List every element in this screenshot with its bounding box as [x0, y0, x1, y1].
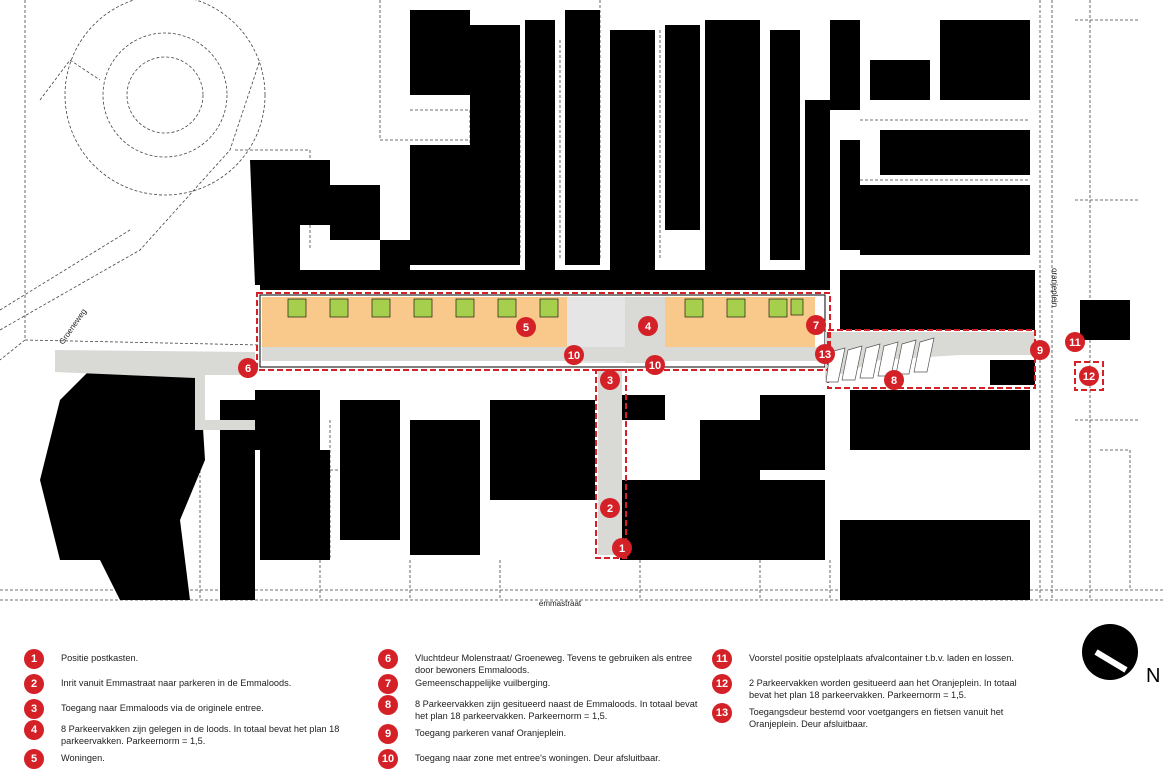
legend-text: Toegang naar zone met entree's woningen.… — [415, 753, 661, 763]
legend-text: Positie postkasten. — [61, 653, 139, 663]
legend-number: 8 — [378, 695, 398, 715]
legend-text: Toegangsdeur bestemd voor voetgangers en… — [749, 707, 1004, 729]
marker-11: 11 — [1065, 332, 1085, 352]
legend-number: 7 — [378, 674, 398, 694]
marker-13: 13 — [815, 344, 835, 364]
legend-number: 1 — [24, 649, 44, 669]
marker-4: 4 — [638, 316, 658, 336]
legend-item-9: 9 Toegang parkeren vanaf Oranjeplein. — [378, 724, 705, 744]
marker-label: 9 — [1037, 345, 1043, 357]
marker-label: 13 — [819, 349, 831, 361]
legend-number: 2 — [24, 674, 44, 694]
marker-5: 5 — [516, 317, 536, 337]
legend-number: 6 — [378, 649, 398, 669]
marker-12: 12 — [1079, 366, 1099, 386]
number-markers: 1 2 3 4 5 6 7 8 9 10 10 11 12 13 — [238, 315, 1099, 558]
legend-text: Woningen. — [61, 753, 105, 763]
legend-text: Inrit vanuit Emmastraat naar parkeren in… — [61, 678, 292, 688]
marker-label: 1 — [619, 543, 625, 555]
legend-item-3: 3 Toegang naar Emmaloods via de originele… — [24, 699, 351, 719]
marker-label: 11 — [1069, 337, 1081, 349]
marker-10b: 10 — [645, 355, 665, 375]
site-plan-map: 1 2 3 4 5 6 7 8 9 10 10 11 12 13 Groenew… — [0, 0, 1164, 608]
marker-label: 6 — [245, 363, 251, 375]
marker-label: 2 — [607, 503, 613, 515]
legend-text: Toegang parkeren vanaf Oranjeplein. — [415, 728, 567, 738]
marker-9: 9 — [1030, 340, 1050, 360]
legend-item-11: 11 Voorstel positie opstelplaats afvalcon… — [712, 649, 1039, 669]
marker-label: 4 — [645, 321, 652, 333]
street-label-groeneweg: Groeneweg — [57, 307, 88, 346]
legend-text: 8 Parkeervakken zijn gelegen in de loods… — [61, 724, 340, 746]
marker-label: 5 — [523, 322, 529, 334]
legend-item-2: 2 Inrit vanuit Emmastraat naar parkeren i… — [24, 674, 351, 694]
legend-number: 4 — [24, 720, 44, 740]
legend-item-8: 8 8 Parkeervakken zijn gesitueerd naast d… — [378, 695, 705, 722]
marker-label: 8 — [891, 375, 897, 387]
marker-label: 12 — [1083, 371, 1095, 383]
legend-item-7: 7 Gemeenschappelijke vuilberging. — [378, 674, 705, 694]
legend-item-4: 4 8 Parkeervakken zijn gelegen in de lood… — [24, 720, 351, 747]
legend-text: 8 Parkeervakken zijn gesitueerd naast de… — [415, 699, 698, 721]
legend-number: 3 — [24, 699, 44, 719]
marker-1: 1 — [612, 538, 632, 558]
legend-text: 2 Parkeervakken worden gesitueerd aan he… — [749, 678, 1017, 700]
legend-item-10: 10 Toegang naar zone met entree's woninge… — [378, 749, 705, 769]
marker-label: 10 — [568, 350, 580, 362]
legend-text: Voorstel positie opstelplaats afvalconta… — [749, 653, 1014, 663]
marker-2: 2 — [600, 498, 620, 518]
legend-number: 13 — [712, 703, 732, 723]
legend-number: 11 — [712, 649, 732, 669]
legend-text: Vluchtdeur Molenstraat/ Groeneweg. Teven… — [415, 653, 693, 675]
legend-text: Toegang naar Emmaloods via de originele … — [61, 703, 264, 713]
legend-number: 9 — [378, 724, 398, 744]
legend-item-1: 1 Positie postkasten. — [24, 649, 351, 669]
marker-label: 10 — [649, 360, 661, 372]
legend-item-13: 13 Toegangsdeur bestemd voor voetgangers … — [712, 703, 1039, 730]
legend-item-5: 5 Woningen. — [24, 749, 351, 769]
street-label-emmastraat: emmastraat — [539, 599, 582, 608]
marker-label: 3 — [607, 375, 613, 387]
legend-item-6: 6 Vluchtdeur Molenstraat/ Groeneweg. Teve… — [378, 649, 705, 676]
north-arrow-icon: N — [1082, 624, 1160, 686]
legend-item-12: 12 2 Parkeervakken worden gesitueerd aan … — [712, 674, 1039, 701]
street-label-oranjeplein: oranjeplein — [1050, 268, 1059, 307]
marker-8: 8 — [884, 370, 904, 390]
legend-number: 10 — [378, 749, 398, 769]
legend-text: Gemeenschappelijke vuilberging. — [415, 678, 551, 688]
legend-number: 5 — [24, 749, 44, 769]
buildings — [40, 10, 1130, 600]
marker-6: 6 — [238, 358, 258, 378]
site-area — [259, 294, 826, 368]
marker-label: 7 — [813, 320, 819, 332]
marker-10a: 10 — [564, 345, 584, 365]
marker-3: 3 — [600, 370, 620, 390]
marker-7: 7 — [806, 315, 826, 335]
legend-number: 12 — [712, 674, 732, 694]
north-label: N — [1146, 665, 1160, 686]
